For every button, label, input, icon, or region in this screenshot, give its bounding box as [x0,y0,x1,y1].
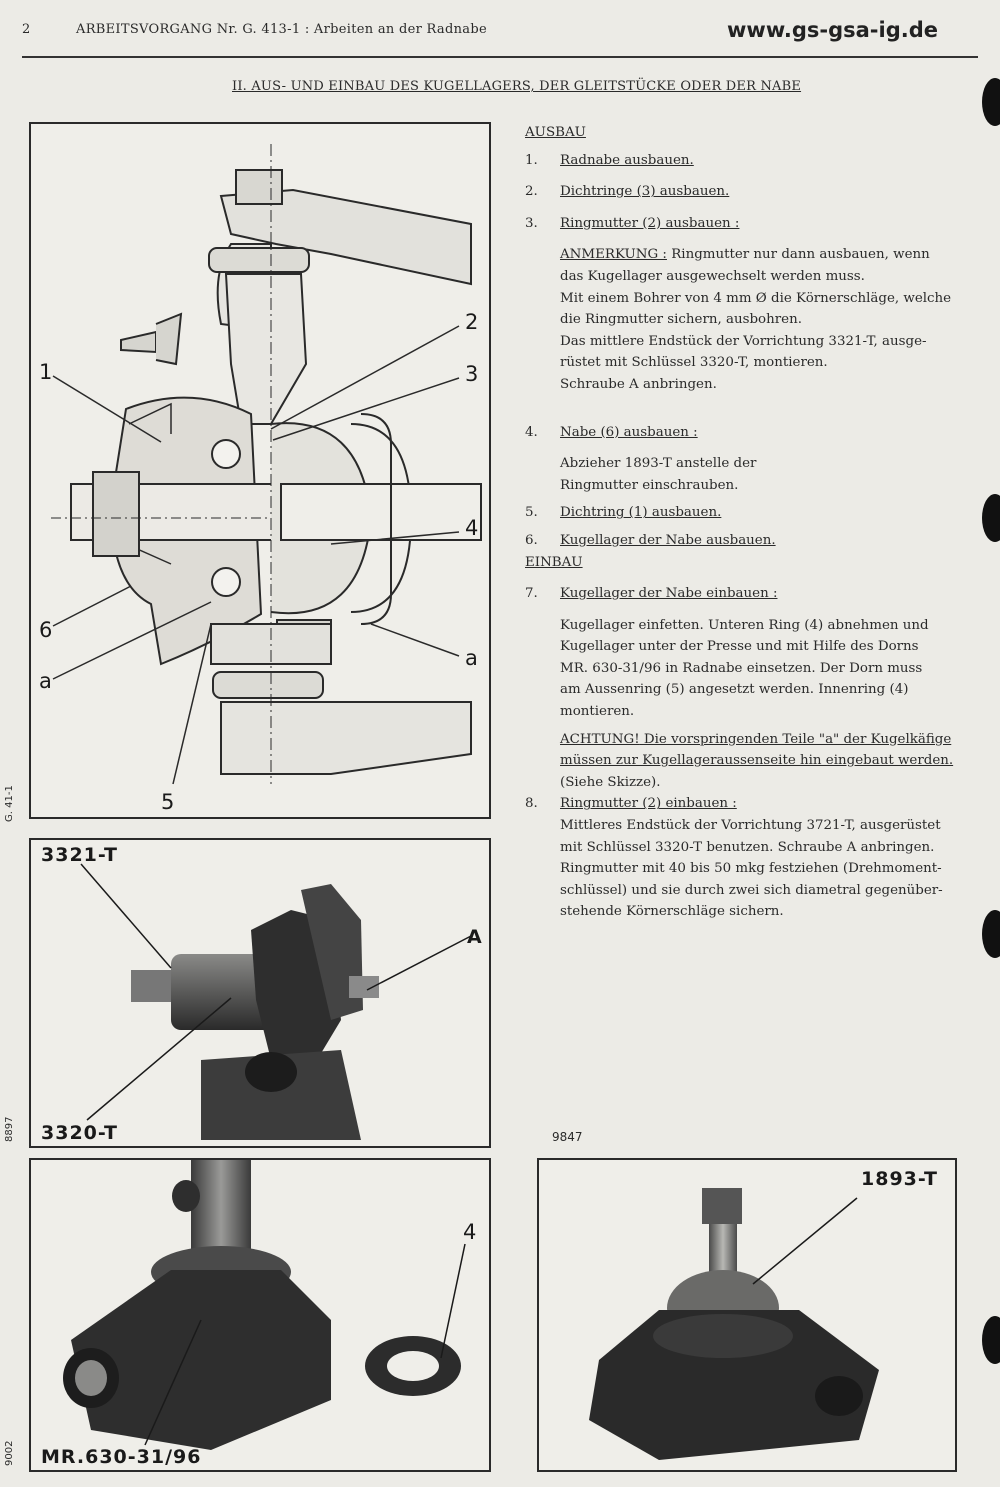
note-line: Schraube A anbringen. [560,376,717,392]
callout-a-left: a [39,669,52,693]
hub-section-drawing: 1 2 3 4 6 a a 5 [29,122,491,819]
detail-line: mit Schlüssel 3320-T benutzen. Schraube … [560,839,935,855]
binder-hole [982,494,1000,542]
section-ausbau: AUSBAU [525,125,586,140]
tool-label-1893t: 1893-T [861,1168,938,1190]
callout-1: 1 [39,360,53,384]
note-block: ANMERKUNG : Ringmutter nur dann ausbauen… [560,244,991,395]
detail-line: stehende Körnerschläge sichern. [560,904,784,920]
step-5: 5. Dichtring (1) ausbauen. [525,502,991,524]
detail-line: Kugellager einfetten. Unteren Ring (4) a… [560,617,929,633]
section-title: II. AUS- UND EINBAU DES KUGELLAGERS, DER… [232,79,802,94]
photo-tool-1893t: 1893-T [537,1158,957,1472]
step-1: 1. Radnabe ausbauen. [525,150,991,172]
warning-line: Die vorspringenden Teile "a" der Kugelkä… [639,731,952,747]
step-7: 7. Kugellager der Nabe einbauen : [525,583,991,605]
callout-6: 6 [39,618,53,642]
callout-2: 2 [465,310,479,334]
callout-4: 4 [465,516,479,540]
warning-block: ACHTUNG! Die vorspringenden Teile "a" de… [560,729,991,794]
binder-hole [982,78,1000,126]
step-8: 8. Ringmutter (2) einbauen : [525,793,991,815]
step-number: 2. [525,184,538,200]
warning-label: ACHTUNG! [560,731,640,747]
step-6: 6. Kugellager der Nabe ausbauen. [525,530,991,552]
detail-line: Kugellager unter der Presse und mit Hilf… [560,639,919,655]
step-3: 3. Ringmutter (2) ausbauen : [525,213,991,235]
note-line: Ringmutter nur dann ausbauen, wenn [666,247,930,263]
header-rule [22,56,978,58]
page-number: 2 [22,22,31,37]
detail-line: schlüssel) und sie durch zwei sich diame… [560,882,943,898]
step-text: Dichtringe (3) ausbauen. [560,184,730,200]
note-label: ANMERKUNG : [560,247,667,263]
step-number: 6. [525,532,538,548]
side-label-g: G. 41-1 [4,785,15,822]
step-7-details: Kugellager einfetten. Unteren Ring (4) a… [560,615,991,723]
step-number: 1. [525,152,538,168]
tool-label-mr630: MR.630-31/96 [41,1446,202,1468]
tool-label-3320t: 3320-T [41,1122,118,1144]
callout-3: 3 [465,362,479,386]
binder-hole [982,1316,1000,1364]
step-number: 4. [525,424,538,440]
instructions-column: AUSBAU 1. Radnabe ausbauen. 2. Dichtring… [525,122,991,923]
step-number: 3. [525,215,538,231]
step-8-details: Mittleres Endstück der Vorrichtung 3721-… [560,815,991,923]
side-label-9002: 9002 [4,1440,15,1466]
header-url[interactable]: www.gs-gsa-ig.de [727,18,938,42]
photo-tool-3321t-svg [80,863,472,1140]
step-text: Kugellager der Nabe ausbauen. [560,532,776,548]
note-line: rüstet mit Schlüssel 3320-T, montieren. [560,355,828,371]
detail-line: Ringmutter mit 40 bis 50 mkg festziehen … [560,861,942,877]
step-2: 2. Dichtringe (3) ausbauen. [525,181,991,203]
note-line: das Kugellager ausgewechselt werden muss… [560,268,865,284]
step-number: 8. [525,796,538,812]
photo-tool-mr630: 4 MR.630-31/96 [29,1158,491,1472]
photo-tool-mr630-svg [63,1160,466,1450]
detail-line: montieren. [560,704,635,720]
side-label-8897: 8897 [4,1116,15,1142]
note-line: die Ringmutter sichern, ausbohren. [560,312,802,328]
note-line: Mit einem Bohrer von 4 mm Ø die Körnersc… [560,290,952,306]
detail-line: am Aussenring (5) angesetzt werden. Inne… [560,682,909,698]
step-text: Dichtring (1) ausbauen. [560,505,722,521]
step-number: 7. [525,586,538,602]
warning-line: müssen zur Kugellageraussenseite hin ein… [560,753,954,769]
callout-5: 5 [161,790,175,814]
tool-label-3321t: 3321-T [41,844,118,866]
warning-line: (Siehe Skizze). [560,774,661,790]
detail-line: Mittleres Endstück der Vorrichtung 3721-… [560,818,941,834]
photo-number: 9847 [552,1130,583,1144]
detail-line: MR. 630-31/96 in Radnabe einsetzen. Der … [560,660,923,676]
detail-line: Ringmutter einschrauben. [560,477,739,493]
step-text: Kugellager der Nabe einbauen : [560,586,778,602]
step-text: Ringmutter (2) einbauen : [560,796,737,812]
step-number: 5. [525,505,538,521]
section-einbau: EINBAU [525,554,583,570]
page-header-title: ARBEITSVORGANG Nr. G. 413-1 : Arbeiten a… [76,22,487,37]
detail-line: Abzieher 1893-T anstelle der [560,456,757,472]
step-text: Nabe (6) ausbauen : [560,424,698,440]
photo-tool-3321t: 3321-T 3320-T A [29,838,491,1148]
step-4: 4. Nabe (6) ausbauen : [525,422,991,444]
step-4-details: Abzieher 1893-T anstelle der Ringmutter … [560,453,991,496]
binder-hole [982,910,1000,958]
step-text: Ringmutter (2) ausbauen : [560,215,740,231]
note-line: Das mittlere Endstück der Vorrichtung 33… [560,333,927,349]
step-text: Radnabe ausbauen. [560,152,694,168]
hub-drawing-svg [51,144,482,785]
photo-tool-1893t-svg [589,1188,879,1460]
tool-label-a: A [467,926,483,948]
callout-a-right: a [465,646,478,670]
part-label-4: 4 [463,1220,477,1244]
